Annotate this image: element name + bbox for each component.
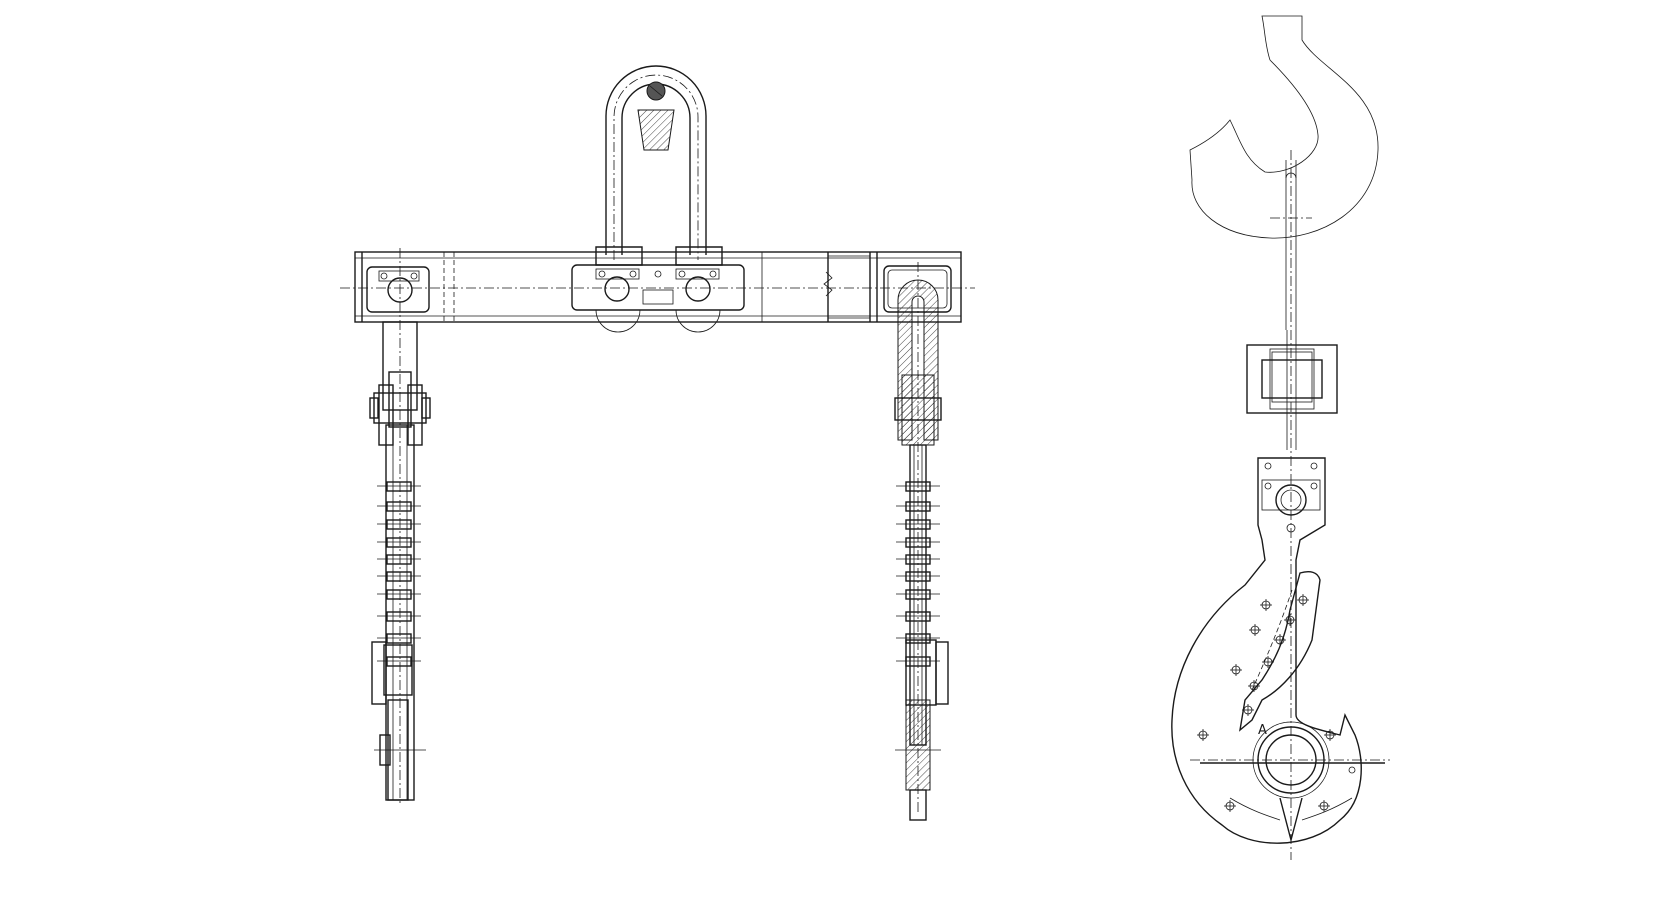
left-hanger: [369, 248, 431, 805]
lifting-shackle: [605, 65, 707, 260]
main-beam: [340, 246, 975, 333]
hook-block-view: A: [1171, 15, 1390, 860]
upper-block: [1246, 330, 1338, 450]
lower-hook: A: [1171, 457, 1390, 844]
crane-hook: [1189, 15, 1379, 860]
right-hanger: [894, 262, 949, 821]
section-label: A: [1258, 723, 1267, 738]
spreader-beam-view: [340, 65, 975, 821]
